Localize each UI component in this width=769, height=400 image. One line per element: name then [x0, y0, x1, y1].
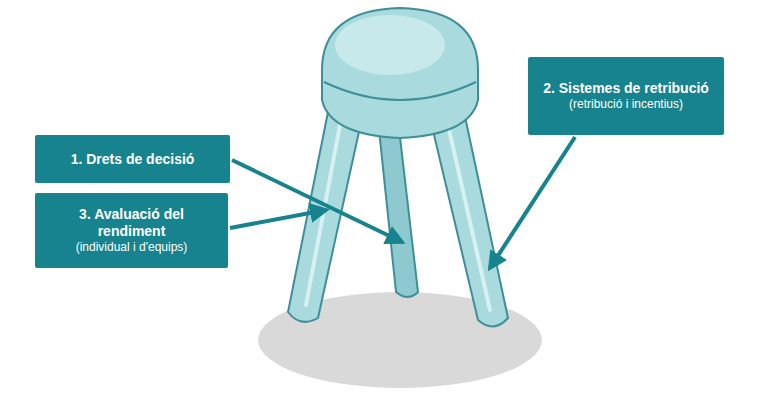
seat-highlight	[335, 15, 445, 75]
stool-seat	[322, 8, 478, 138]
callout-box: 1. Drets de decisió	[35, 135, 230, 183]
callout-box: 3. Avaluació del rendiment(individual i …	[35, 193, 228, 268]
stool-leg	[378, 120, 418, 297]
leader-arrow	[490, 137, 575, 268]
callout-subtext: (individual i d'equips)	[76, 240, 188, 255]
stool-leg	[430, 112, 508, 327]
leader-arrow	[230, 210, 326, 228]
callout-heading: 1. Drets de decisió	[71, 151, 195, 168]
callout-heading: 2. Sistemes de retribució	[543, 80, 709, 97]
callout-subtext: (retribució i incentius)	[569, 97, 683, 112]
callout-heading: 3. Avaluació del rendiment	[45, 206, 218, 240]
leader-arrow	[232, 160, 402, 242]
callout-box: 2. Sistemes de retribució(retribució i i…	[528, 57, 724, 135]
